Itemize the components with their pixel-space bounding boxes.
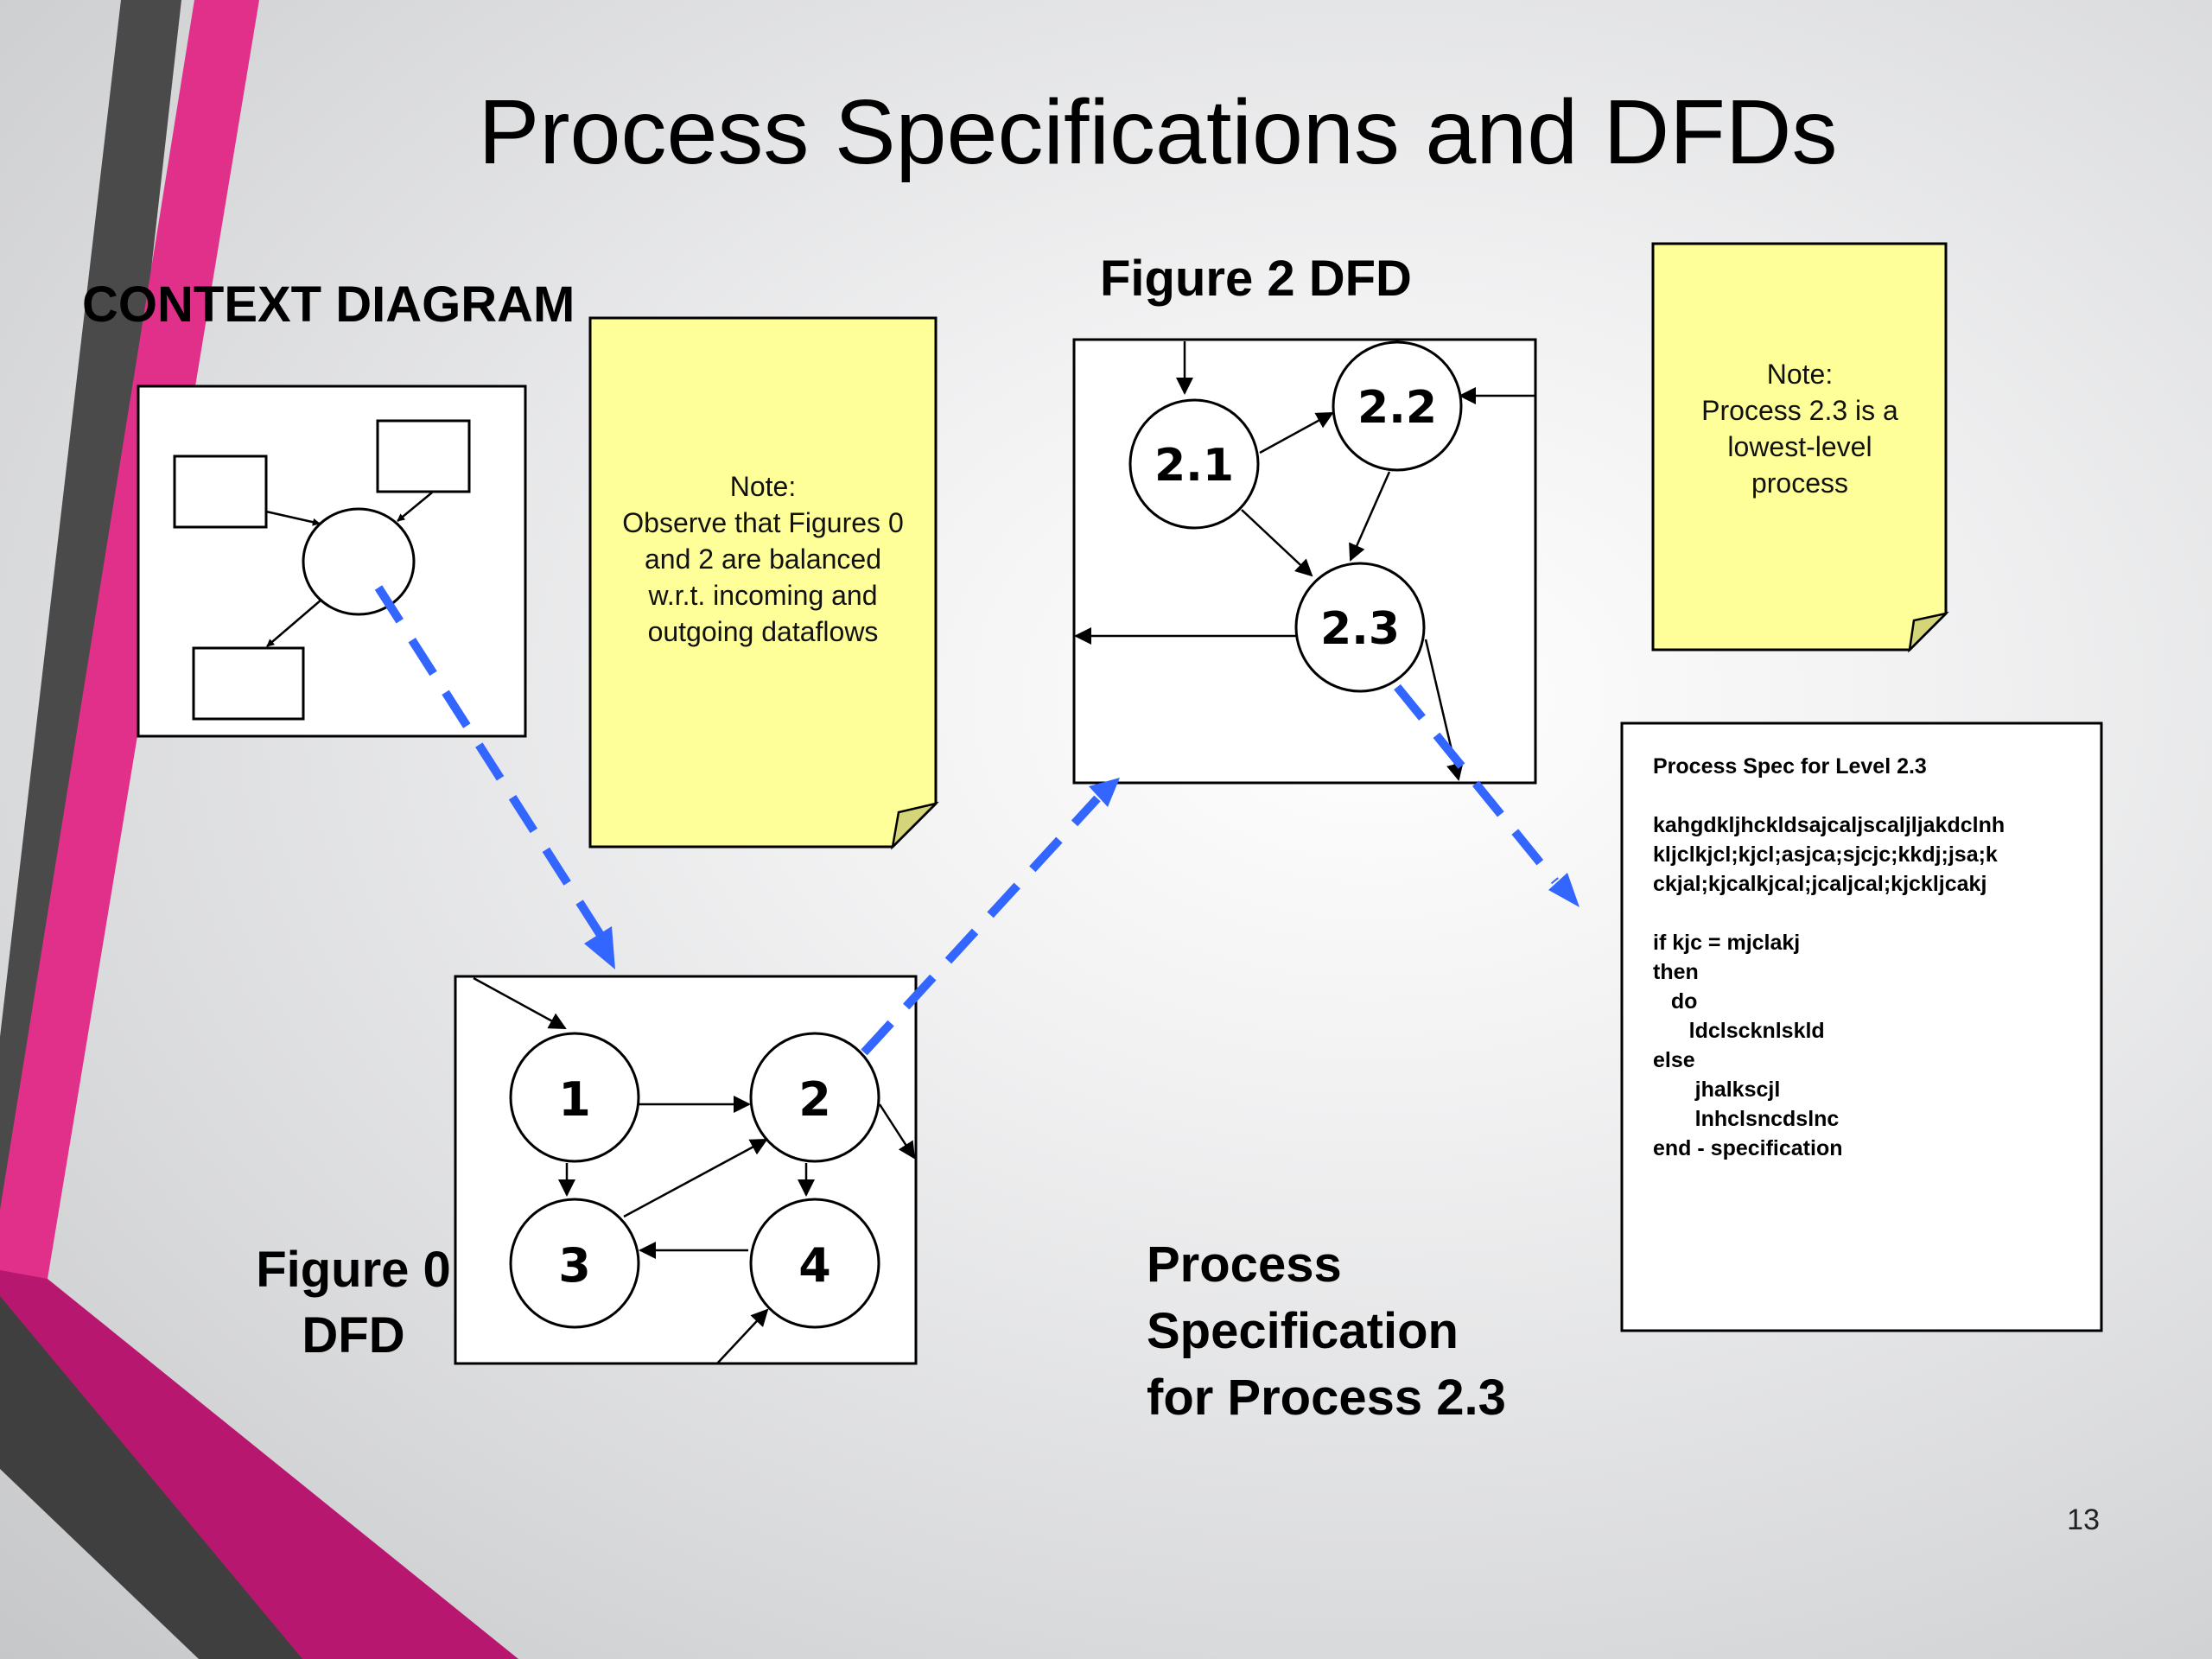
spec-line: if kjc = mjclakj	[1653, 931, 1801, 955]
figure2-dfd: 2.1 2.2 2.3	[1072, 338, 1537, 785]
magenta-bottom-band	[0, 1270, 518, 1659]
process-2-1: 2.1	[1128, 398, 1260, 530]
process-spec-heading-line2: Specification	[1147, 1303, 1459, 1359]
spec-line: end - specification	[1653, 1136, 1843, 1160]
process-3: 3	[509, 1198, 640, 1329]
arrowhead-to-figure0	[584, 926, 615, 969]
note-lowest-level-line: lowest-level	[1727, 431, 1872, 462]
arrowhead-to-figure2	[1089, 778, 1120, 807]
note-card-lowest-level	[1651, 242, 1949, 653]
process-2-2: 2.2	[1332, 340, 1463, 472]
spec-line: else	[1653, 1048, 1695, 1072]
refinement-arrows	[374, 585, 1559, 1056]
figure0-flow-in-bottom	[716, 1308, 769, 1364]
note-lowest-level-text: Note: Process 2.3 is a lowest-level proc…	[1657, 356, 1942, 501]
note-lowest-level-line: process	[1751, 467, 1849, 499]
figure2-flow-21-23	[1241, 509, 1313, 577]
arrow-context-to-figure0	[374, 585, 609, 944]
note-lowest-level-line: Note:	[1766, 359, 1834, 390]
process-2-1-label: 2.1	[1154, 440, 1234, 492]
process-spec-heading: Process Specification for Process 2.3	[1147, 1231, 1506, 1431]
context-entity-bottom	[192, 646, 305, 721]
context-diagram	[137, 385, 527, 738]
figure0-flow-out-right	[878, 1103, 916, 1160]
pink-stripe	[0, 0, 259, 1279]
context-flow-in-right	[397, 492, 433, 522]
process-3-label: 3	[558, 1238, 591, 1293]
note-balance-line: w.r.t. incoming and	[648, 580, 878, 611]
process-2: 2	[749, 1032, 880, 1163]
note-balance-line: and 2 are balanced	[645, 543, 881, 575]
slide-title: Process Specifications and DFDs	[478, 81, 1838, 183]
figure0-dfd: 1 2 3 4	[454, 975, 918, 1365]
note-balance-text: Note: Observe that Figures 0 and 2 are b…	[596, 468, 930, 650]
process-2-label: 2	[798, 1072, 831, 1127]
spec-line-blank	[1653, 899, 2005, 928]
process-spec-text: Process Spec for Level 2.3 kahgdkljhckld…	[1653, 752, 2005, 1163]
arrow-figure2-to-spec	[1394, 683, 1559, 885]
spec-line: kahgdkljhckldsajcaljscaljljakdclnh	[1653, 813, 2005, 837]
figure0-heading: Figure 0 DFD	[256, 1240, 451, 1366]
note-balance-line: Observe that Figures 0	[622, 507, 904, 538]
process-spec-box	[1620, 721, 2103, 1332]
note-card-balance	[588, 316, 939, 850]
spec-line: do	[1653, 989, 1698, 1014]
figure0-flow-in-top	[473, 976, 567, 1030]
figure2-flow-21-22	[1259, 411, 1334, 454]
spec-line: ldclscknlskld	[1653, 1019, 1825, 1043]
spec-line-blank	[1653, 781, 2005, 810]
process-1-label: 1	[558, 1072, 591, 1127]
process-2-3: 2.3	[1294, 562, 1426, 693]
process-4-label: 4	[798, 1238, 831, 1293]
note-lowest-level-line: Process 2.3 is a	[1701, 395, 1898, 426]
process-2-2-label: 2.2	[1357, 382, 1437, 434]
arrowhead-to-spec	[1548, 873, 1580, 907]
arrow-figure0-to-figure2	[861, 795, 1101, 1056]
dark-bottom-band	[0, 1296, 302, 1659]
page-number: 13	[2067, 1503, 2100, 1536]
spec-line: ckjal;kjcalkjcal;jcaljcal;kjckljcakj	[1653, 872, 1987, 896]
figure2-flow-22-23	[1349, 471, 1391, 562]
figure0-heading-line1: Figure 0	[256, 1242, 451, 1298]
note-balance-line: Note:	[729, 471, 797, 502]
spec-line: kljclkjcl;kjcl;asjca;sjcjc;kkdj;jsa;k	[1653, 842, 1998, 867]
figure0-flow-3-2	[623, 1138, 768, 1218]
context-entity-right	[376, 419, 471, 493]
context-diagram-heading: CONTEXT DIAGRAM	[82, 276, 575, 333]
spec-line: jhalkscjl	[1653, 1077, 1781, 1102]
figure0-heading-line2: DFD	[302, 1307, 405, 1363]
process-1: 1	[509, 1032, 640, 1163]
context-entity-left	[173, 454, 268, 529]
context-flow-out	[266, 599, 322, 647]
spec-line-title: Process Spec for Level 2.3	[1653, 754, 1927, 779]
figure2-heading: Figure 2 DFD	[1100, 251, 1412, 307]
note-balance-line: outgoing dataflows	[647, 616, 879, 647]
context-flow-in-left	[265, 510, 321, 526]
spec-line: lnhclsncdslnc	[1653, 1107, 1840, 1131]
spec-line: then	[1653, 960, 1699, 984]
process-spec-heading-line3: for Process 2.3	[1147, 1370, 1506, 1426]
refinement-arrowheads	[584, 778, 1580, 969]
process-spec-heading-line1: Process	[1147, 1236, 1342, 1293]
process-2-3-label: 2.3	[1320, 603, 1400, 655]
figure2-frame	[1072, 338, 1537, 785]
process-4: 4	[749, 1198, 880, 1329]
context-process	[302, 507, 416, 616]
